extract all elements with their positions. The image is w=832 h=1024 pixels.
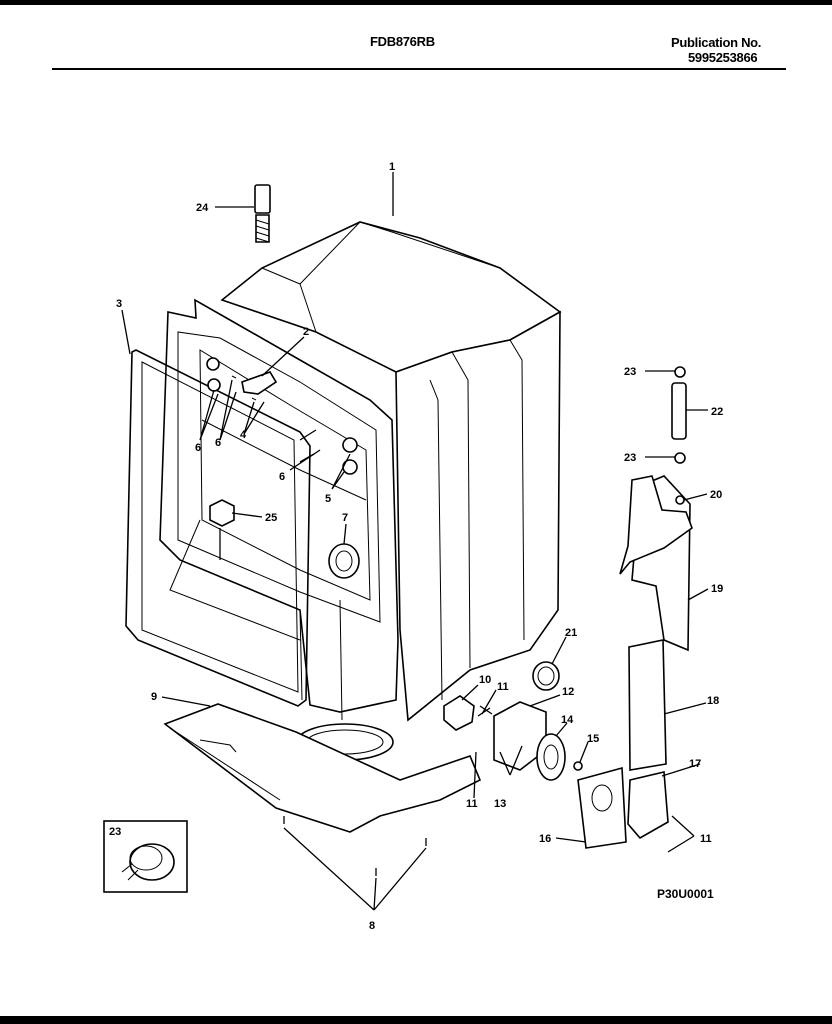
callout-25: 25 [265,512,277,524]
part-23-clamp-inset [103,820,188,893]
callout-4: 4 [240,429,247,441]
bottom-border [0,1016,832,1024]
part-7-fitting [328,543,360,579]
callout-23a: 23 [624,366,636,378]
part-21-ring [532,661,560,691]
callout-11a: 11 [497,681,509,693]
callout-11c: 11 [700,833,712,845]
callout-6b: 6 [215,437,221,449]
part-25-float [209,499,235,560]
callout-16: 16 [539,833,551,845]
callout-2: 2 [303,326,309,338]
callout-15: 15 [587,733,599,745]
tub-assembly [159,221,562,761]
callout-24: 24 [196,202,209,214]
callout-17: 17 [689,758,701,770]
callout-12: 12 [562,686,574,698]
callout-11b: 11 [466,798,478,810]
callout-5: 5 [325,493,331,505]
callout-8: 8 [369,920,375,932]
callout-18: 18 [707,695,719,707]
leader-lines [121,172,709,911]
model-number: FDB876RB [370,34,435,49]
base-plate [163,703,482,833]
callout-22: 22 [711,406,723,418]
callout-labels: 24 1 3 2 6 6 4 6 5 25 7 23 22 23 20 19 2… [109,161,723,932]
diagram-code: P30U0001 [657,887,714,901]
publication-number: 5995253866 [688,50,758,65]
callout-23b: 23 [624,452,636,464]
top-border [0,0,832,5]
callout-19: 19 [711,583,723,595]
callout-23-inset: 23 [109,826,121,838]
callout-13: 13 [494,798,506,810]
door-gasket [125,349,311,707]
header-rule [52,68,786,70]
callout-21: 21 [565,627,577,639]
callout-6a: 6 [195,442,201,454]
part-24-bolt [254,184,271,243]
callout-9: 9 [151,691,157,703]
callout-20: 20 [710,489,722,501]
callout-7: 7 [342,512,348,524]
callout-1: 1 [389,161,395,173]
callout-14: 14 [561,714,574,726]
blower-parts [443,695,669,849]
callout-3: 3 [116,298,122,310]
callout-10: 10 [479,674,491,686]
vent-duct-parts [619,366,693,771]
callout-6c: 6 [279,471,285,483]
publication-label: Publication No. [671,35,762,50]
hardware-parts [206,357,358,475]
part-8-screws [283,816,427,876]
